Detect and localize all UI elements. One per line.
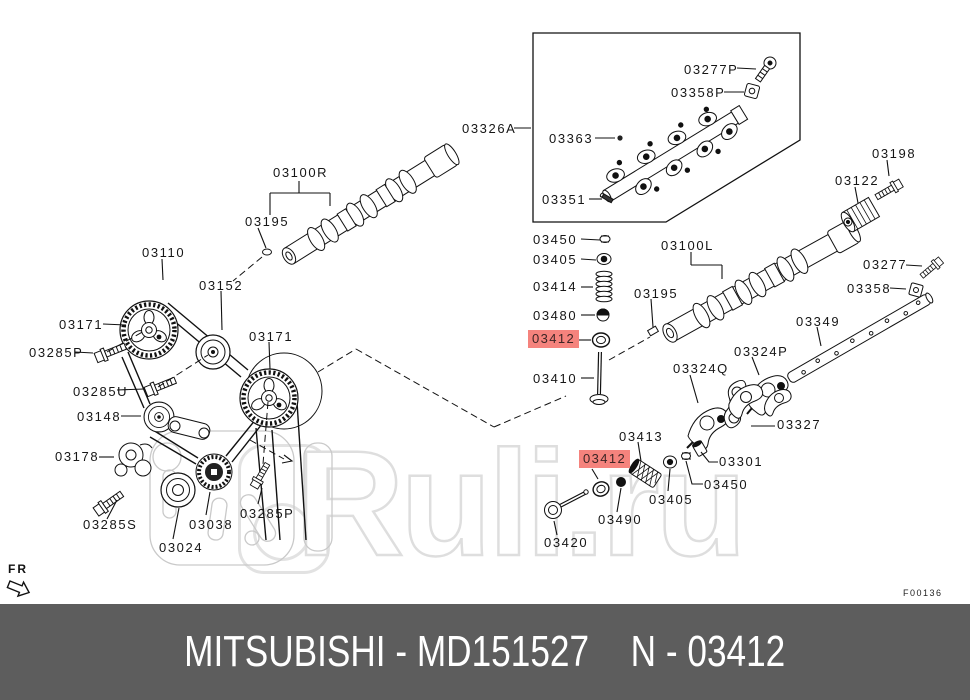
rocker-assembly-inset-box [532, 32, 801, 223]
crank-sprocket-03038 [195, 453, 233, 491]
ring-03195-left [262, 248, 272, 256]
valve-parts-lower [544, 440, 708, 519]
nut-03358 [908, 282, 924, 298]
part-label-03351: 03351 [542, 192, 587, 207]
seat-03405-bottom [663, 455, 677, 469]
part-label-03100L: 03100L [661, 238, 714, 253]
part-label-03450: 03450 [533, 232, 578, 247]
part-label-03420: 03420 [544, 535, 589, 550]
nut-03358p [743, 82, 761, 100]
part-label-03285P: 03285P [240, 506, 295, 521]
part-label-03285U: 03285U [73, 384, 129, 399]
footer-part-number: N - 03412 [630, 627, 786, 676]
part-label-03450: 03450 [704, 477, 749, 492]
retainer-03480 [596, 308, 610, 322]
valve-parts-upper [262, 235, 660, 405]
part-label-03414: 03414 [533, 279, 578, 294]
part-label-03326A: 03326A [462, 121, 517, 136]
part-label-03148: 03148 [77, 409, 122, 424]
orientation-label: FR [8, 562, 28, 576]
ball-03363 [617, 135, 623, 141]
part-label-03413: 03413 [619, 429, 664, 444]
rocker-arms-lower-pair [728, 384, 792, 419]
key-03195-right [646, 325, 660, 337]
part-label-03277P: 03277P [684, 62, 739, 77]
nut-03450-top [599, 235, 611, 243]
seal-03412-bottom [592, 481, 610, 497]
rocker-shaft-03349 [787, 292, 934, 383]
part-label-03100R: 03100R [273, 165, 329, 180]
nut-03450-bottom [681, 452, 691, 460]
part-label-03152: 03152 [199, 278, 244, 293]
footer-brand-part: MITSUBISHI - MD151527 [184, 627, 590, 676]
timing-belt [121, 302, 307, 541]
part-label-03363: 03363 [549, 131, 594, 146]
crank-pulley-03024 [160, 472, 196, 508]
part-label-03405: 03405 [533, 252, 578, 267]
part-label-03324Q: 03324Q [673, 361, 729, 376]
seat-03405-top [596, 253, 612, 265]
part-label-03412-highlighted: 03412 [579, 450, 631, 469]
part-label-03349: 03349 [796, 314, 841, 329]
ghost-engine-outline [149, 430, 333, 566]
part-label-03285S: 03285S [83, 517, 138, 532]
part-label-03024: 03024 [159, 540, 204, 555]
fr-arrow-icon [6, 580, 31, 598]
part-label-03195: 03195 [245, 214, 290, 229]
dashed-assembly-lines [106, 256, 651, 465]
ball-03490 [616, 477, 626, 487]
leader-lines [74, 67, 923, 540]
dashed-arrowhead [281, 454, 294, 464]
part-label-03171: 03171 [59, 317, 104, 332]
part-label-03038: 03038 [189, 517, 234, 532]
valve-03420 [544, 489, 589, 519]
part-03122 [840, 196, 881, 233]
bolt-03277p [754, 56, 777, 83]
part-label-03122: 03122 [835, 173, 880, 188]
tensioner-assy-03178 [114, 416, 211, 477]
part-label-03171: 03171 [249, 329, 294, 344]
watermark-text: Ruli.ru [295, 419, 748, 587]
part-label-03195: 03195 [634, 286, 679, 301]
part-label-03410: 03410 [533, 371, 578, 386]
part-label-03412-highlighted: 03412 [528, 330, 580, 349]
spring-03414 [595, 270, 613, 303]
footer-bar: MITSUBISHI - MD151527 N - 03412 [0, 604, 970, 700]
part-label-03110: 03110 [142, 245, 186, 260]
part-label-03327: 03327 [777, 417, 822, 432]
part-label-03198: 03198 [872, 146, 917, 161]
valve-03410 [589, 351, 609, 405]
camshaft-right [281, 143, 460, 265]
part-label-03324P: 03324P [734, 344, 789, 359]
part-label-03277: 03277 [863, 257, 908, 272]
part-label-03405: 03405 [649, 492, 694, 507]
part-label-03301: 03301 [719, 454, 764, 469]
part-label-03285P: 03285P [29, 345, 84, 360]
part-label-03178: 03178 [55, 449, 100, 464]
seal-03412-top [591, 332, 611, 348]
pin-03351 [599, 192, 614, 204]
screw-03413 [628, 458, 662, 488]
part-label-03358P: 03358P [671, 85, 726, 100]
part-label-03480: 03480 [533, 308, 578, 323]
camshaft-left [662, 220, 861, 343]
figure-code: F00136 [903, 588, 943, 598]
part-label-03358: 03358 [847, 281, 892, 296]
part-label-03490: 03490 [598, 512, 643, 527]
